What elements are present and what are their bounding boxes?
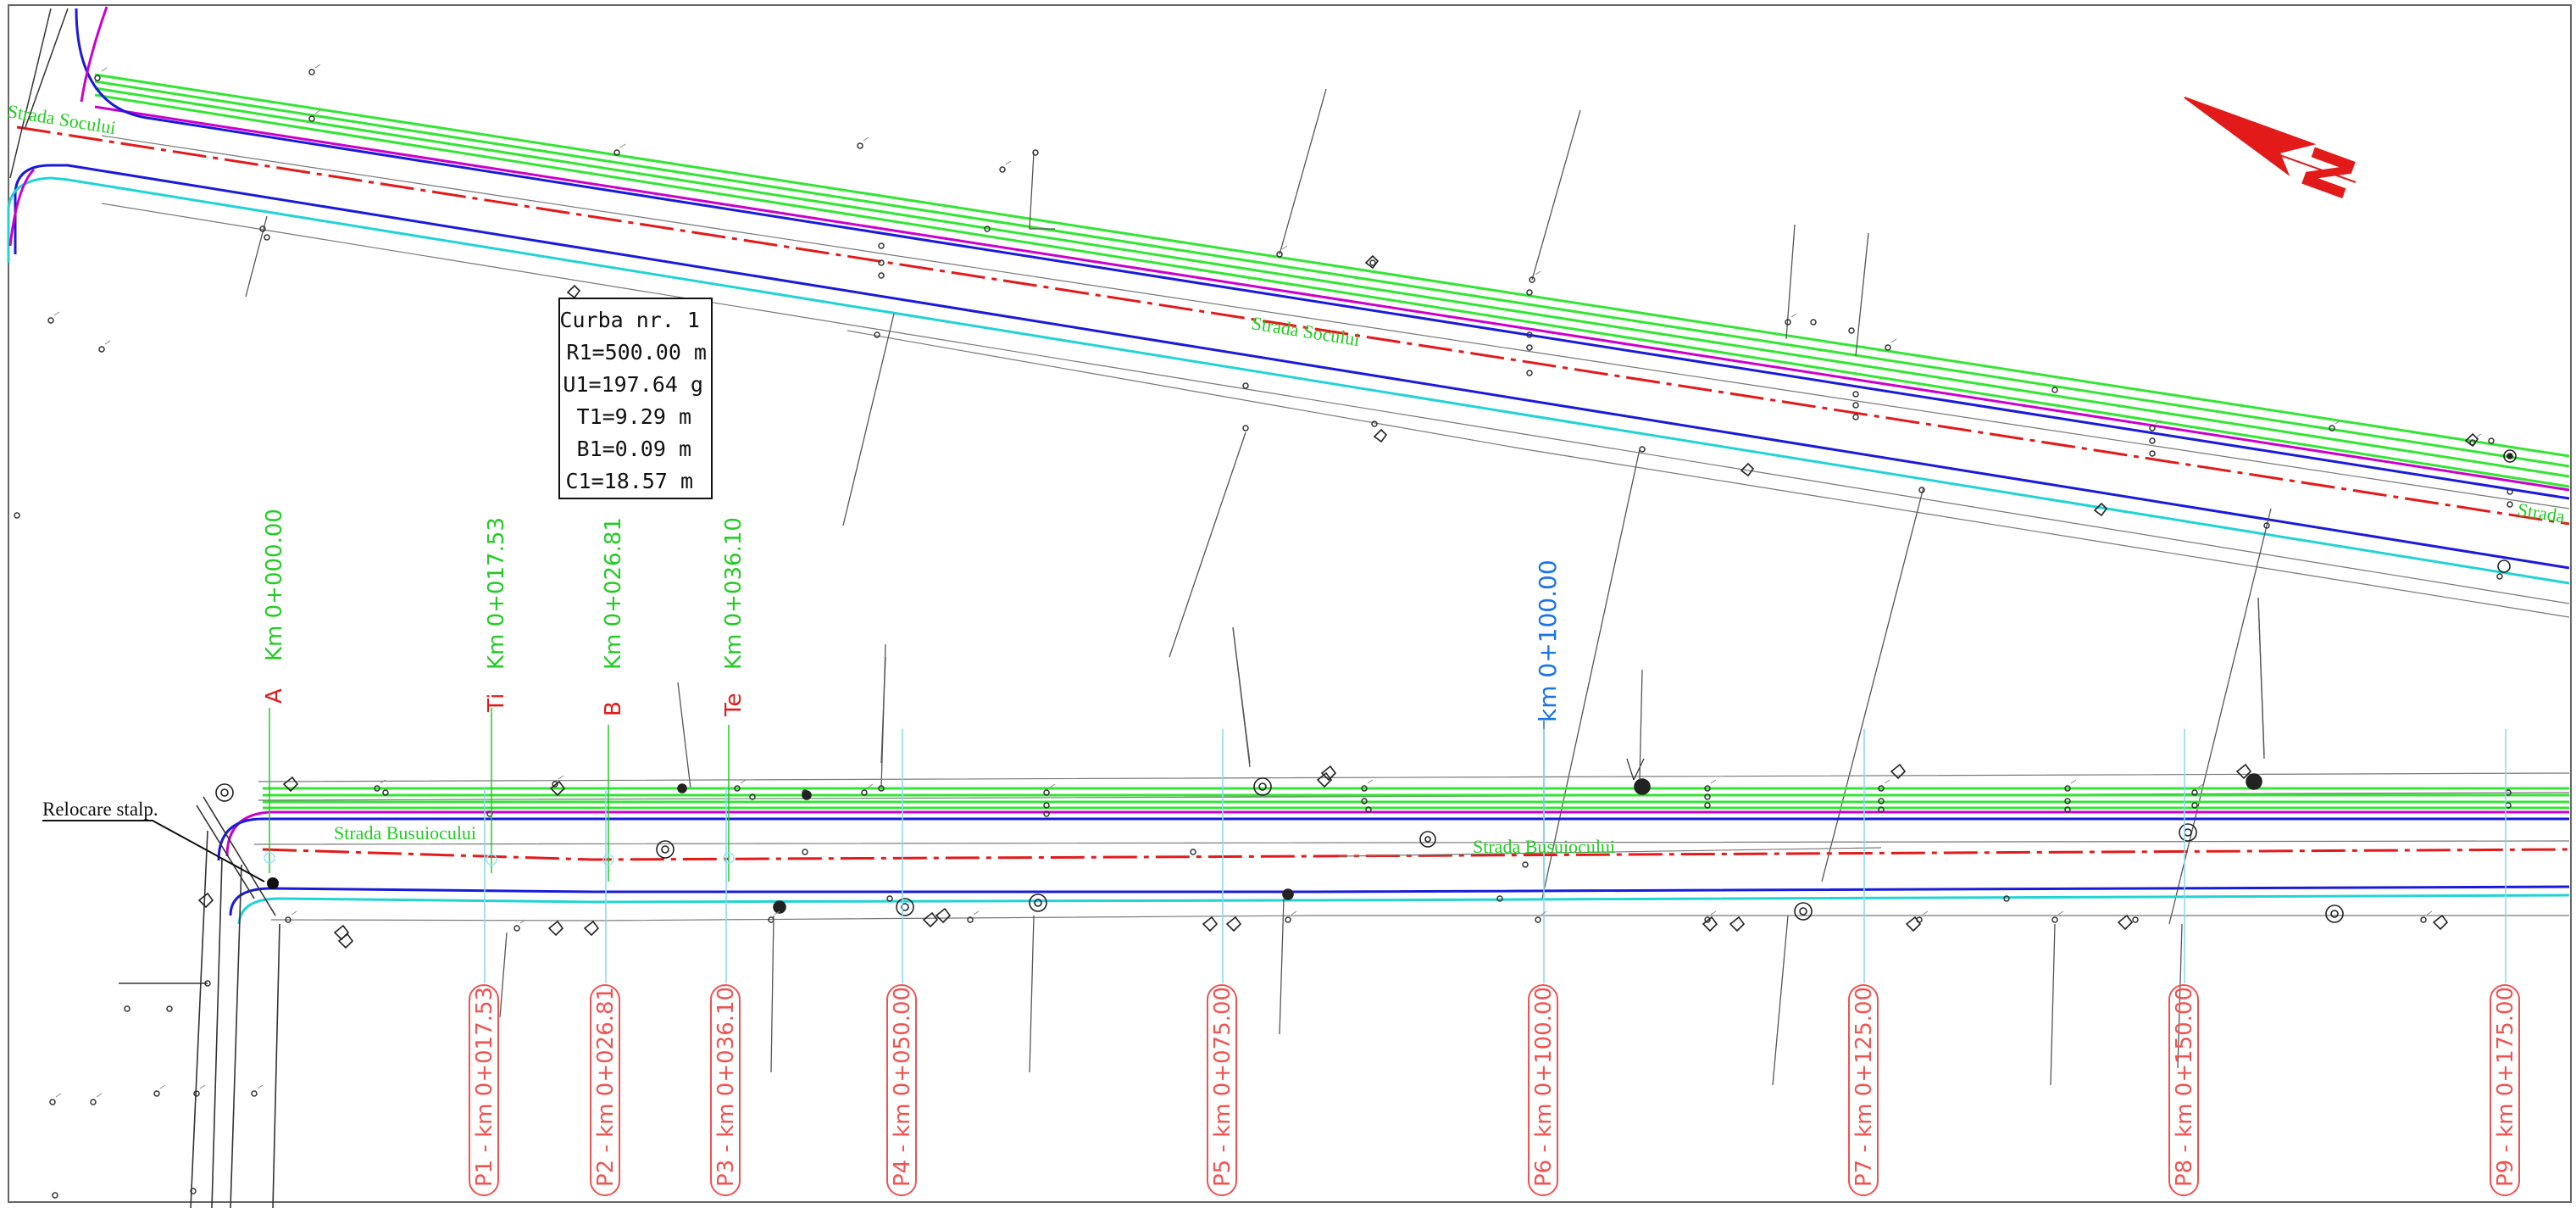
- street-label-busuiocului-left: Strada Busuiocului: [334, 822, 476, 843]
- lower-grey-bottom: [270, 915, 2569, 921]
- upper-north-edge: [75, 8, 2570, 500]
- survey-label-strokes: [53, 64, 2482, 1098]
- upper-cyan-line: [7, 176, 2570, 585]
- km-marker-100: km 0+100.00: [1534, 559, 1562, 722]
- km-point-letter-ti: Ti: [484, 693, 509, 713]
- street-label-busuiocului-middle: Strada Busuiocului: [1473, 836, 1615, 857]
- lower-symbols: [197, 758, 2449, 949]
- profile-label-p6: P6 - km 0+100.00: [1531, 987, 1557, 1187]
- upper-survey-points: [14, 69, 2513, 580]
- profile-labels: P1 - km 0+017.53 P2 - km 0+026.81 P3 - k…: [469, 984, 2520, 1196]
- lower-survey-points: [49, 781, 2512, 1199]
- curve-box-line-4: T1=9.29 m: [577, 404, 691, 429]
- street-label-socului-right: Strada: [2516, 498, 2567, 527]
- profile-label-p1: P1 - km 0+017.53: [472, 987, 497, 1187]
- left-side-lines: [119, 796, 280, 1208]
- lower-green-lines: [263, 787, 2569, 810]
- upper-green-lines: [94, 73, 2570, 488]
- lower-road: [217, 772, 2570, 925]
- curve-box-line-1: Curba nr. 1: [559, 308, 700, 332]
- upper-south-edge: [14, 164, 2570, 570]
- curve-box: Curba nr. 1 R1=500.00 m U1=197.64 g T1=9…: [558, 298, 713, 499]
- profile-label-p3: P3 - km 0+036.10: [713, 987, 739, 1187]
- profile-cut-lines: [484, 729, 2507, 983]
- north-arrow-icon: [2184, 97, 2317, 176]
- lower-south-edge: [229, 885, 2570, 916]
- street-label-socului-top-left: Strada Socului: [6, 100, 117, 138]
- lower-leader-lines: [499, 597, 2265, 1086]
- km-point-value-te: Km 0+036.10: [721, 517, 747, 670]
- curve-box-line-5: B1=0.09 m: [577, 437, 691, 461]
- lower-north-edge: [217, 817, 2569, 861]
- profile-label-p8: P8 - km 0+150.00: [2172, 987, 2197, 1187]
- upper-road-axis: [16, 125, 2570, 526]
- km-point-value-a: Km 0+000.00: [262, 509, 287, 661]
- drawing-frame: [8, 4, 2572, 1203]
- km-point-letter-a: A: [262, 688, 287, 704]
- lower-grey-axis: [253, 840, 2570, 857]
- profile-label-p7: P7 - km 0+125.00: [1852, 987, 1877, 1187]
- relocare-leader: [42, 820, 265, 882]
- upper-leader-lines: [245, 88, 2272, 925]
- upper-road: [7, 6, 2570, 618]
- km-point-letter-b: B: [601, 701, 626, 716]
- upper-left-corner-magenta: [8, 6, 108, 247]
- north-arrow: N: [2184, 97, 2371, 209]
- upper-symbols: [566, 254, 2517, 573]
- curve-box-line-3: U1=197.64 g: [563, 372, 703, 397]
- upper-magenta-line: [94, 105, 2570, 492]
- lower-cyan-line: [237, 893, 2570, 925]
- km-markers: [264, 852, 735, 866]
- km-point-letter-te: Te: [721, 693, 747, 717]
- upper-left-corner-grey: [9, 8, 69, 179]
- profile-label-p4: P4 - km 0+050.00: [890, 987, 915, 1187]
- curve-box-line-6: C1=18.57 m: [565, 469, 693, 493]
- profile-label-p2: P2 - km 0+026.81: [593, 987, 619, 1187]
- relocare-note: Relocare stalp.: [42, 799, 158, 820]
- upper-grey-offsets: [101, 135, 2570, 618]
- lower-road-axis: [262, 848, 2570, 861]
- profile-label-p9: P9 - km 0+175.00: [2493, 987, 2518, 1187]
- north-arrow-letter: N: [2289, 138, 2371, 209]
- relocare-pole: [267, 877, 279, 889]
- km-point-value-b: Km 0+026.81: [601, 517, 626, 670]
- curve-box-line-2: R1=500.00 m: [566, 340, 707, 365]
- profile-label-p5: P5 - km 0+075.00: [1210, 987, 1235, 1187]
- km-point-value-ti: Km 0+017.53: [484, 517, 509, 670]
